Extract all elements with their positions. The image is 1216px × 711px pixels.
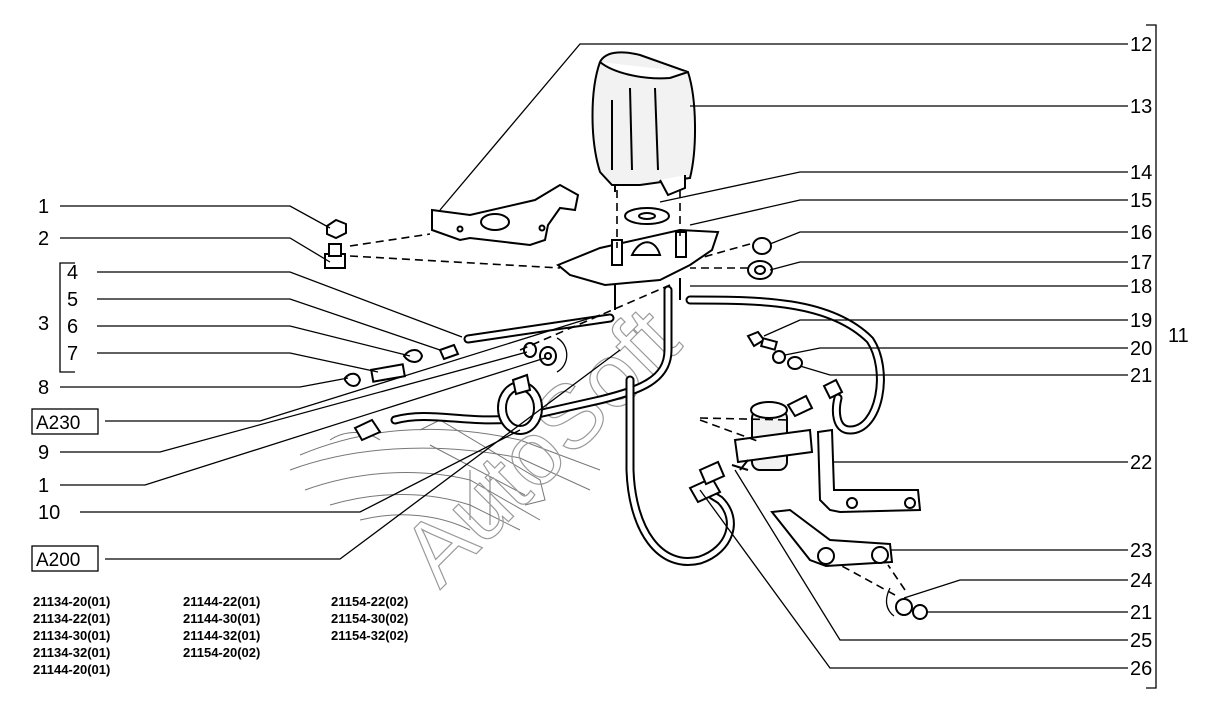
hose-clamp <box>497 373 543 435</box>
model-code-column-2: 21144-22(01) 21144-30(01) 21144-32(01) 2… <box>183 593 260 661</box>
bracket-22 <box>816 428 922 514</box>
callout-3: 3 <box>38 313 49 335</box>
box-a200-label: A200 <box>36 550 80 571</box>
callout-1: 1 <box>38 196 49 218</box>
separator-housing <box>591 51 697 197</box>
left-callout-numbers: 1 2 3 4 5 6 7 8 9 1 10 <box>38 196 78 524</box>
callout-11-group: 11 <box>1168 325 1189 347</box>
model-code: 21154-32(02) <box>331 628 409 643</box>
callout-13: 13 <box>1130 96 1152 118</box>
model-code: 21144-20(01) <box>33 662 111 677</box>
callout-22: 22 <box>1130 452 1152 474</box>
box-a200: A200 <box>31 545 99 572</box>
callout-5: 5 <box>67 289 78 311</box>
callout-23: 23 <box>1130 540 1152 562</box>
callout-2: 2 <box>38 228 49 250</box>
model-code: 21154-22(02) <box>331 594 409 609</box>
upper-bracket <box>431 183 580 247</box>
callout-10: 10 <box>38 502 60 524</box>
callout-15: 15 <box>1130 190 1152 212</box>
model-code: 21154-30(02) <box>331 611 409 626</box>
right-callout-numbers: 12 13 14 15 16 17 18 19 20 21 22 23 24 2… <box>1130 34 1189 680</box>
hardware-parts <box>324 218 928 620</box>
callout-12: 12 <box>1130 34 1152 56</box>
callout-14: 14 <box>1130 162 1152 184</box>
callout-20: 20 <box>1130 338 1152 360</box>
hose-connectors <box>353 418 726 504</box>
model-code-column-3: 21154-22(02) 21154-30(02) 21154-32(02) <box>331 593 408 644</box>
valve-assembly <box>731 378 844 471</box>
model-code-list: 21134-20(01) 21134-22(01) 21134-30(01) 2… <box>33 593 503 703</box>
callout-24: 24 <box>1130 570 1152 592</box>
model-code: 21134-30(01) <box>33 628 111 643</box>
model-code: 21134-22(01) <box>33 611 111 626</box>
right-leader-lines <box>439 24 1157 689</box>
callout-21-lower: 21 <box>1130 602 1152 624</box>
callout-17: 17 <box>1130 252 1152 274</box>
callout-4: 4 <box>67 262 78 284</box>
callout-6: 6 <box>67 316 78 338</box>
mounting-plate <box>556 207 720 310</box>
model-code: 21154-20(02) <box>183 645 261 660</box>
box-a230: A230 <box>31 408 99 435</box>
callout-19: 19 <box>1130 310 1152 332</box>
box-a230-label: A230 <box>36 413 80 434</box>
watermark: AutoSoft <box>383 289 698 604</box>
callout-18: 18 <box>1130 276 1152 298</box>
model-code: 21134-32(01) <box>33 645 111 660</box>
callout-8: 8 <box>38 377 49 399</box>
callout-26: 26 <box>1130 658 1152 680</box>
bracket-23 <box>770 508 894 568</box>
callout-7: 7 <box>67 343 78 365</box>
vehicle-frame-background <box>289 419 601 531</box>
model-code-column-1: 21134-20(01) 21134-22(01) 21134-30(01) 2… <box>33 593 110 678</box>
callout-21: 21 <box>1130 365 1152 387</box>
callout-1-lower: 1 <box>38 475 49 497</box>
model-code: 21144-32(01) <box>183 628 261 643</box>
model-code: 21134-20(01) <box>33 594 111 609</box>
assembly-arrows <box>349 190 906 617</box>
callout-25: 25 <box>1130 630 1152 652</box>
left-leader-lines <box>59 205 621 560</box>
model-code: 21144-30(01) <box>183 611 261 626</box>
callout-9: 9 <box>38 442 49 464</box>
model-code: 21144-22(01) <box>183 594 261 609</box>
callout-16: 16 <box>1130 222 1152 244</box>
